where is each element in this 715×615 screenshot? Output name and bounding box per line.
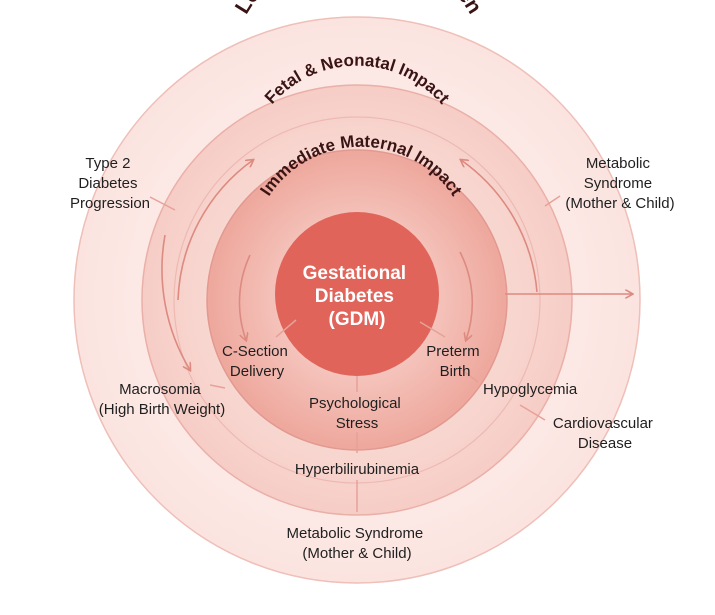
outer-ring-title: Long-Term Chronic Burden [231, 0, 486, 18]
core-circle [275, 212, 439, 376]
connector-metabolic-top [544, 195, 561, 207]
arrow-middle-right-up [461, 160, 538, 293]
arrow-middle-left-up [177, 160, 253, 301]
center-title: Gestational Diabetes (GDM) [303, 263, 412, 330]
connector-lines [149, 195, 561, 512]
label-metabolic-syndrome-bottom: Metabolic Syndrome (Mother & Child) [287, 525, 428, 562]
arrow-inner-right [459, 251, 474, 340]
arrow-inner-left [238, 254, 251, 340]
connector-csection [275, 319, 297, 338]
connector-macrosomia [209, 384, 226, 389]
label-preterm-birth: Preterm Birth [426, 343, 484, 380]
label-type2-diabetes: Type 2 Diabetes Progression [70, 155, 150, 212]
label-cardiovascular-disease: Cardiovascular Disease [553, 415, 657, 452]
label-csection-delivery: C-Section Delivery [222, 343, 292, 380]
flow-arrows [161, 160, 632, 370]
label-hypoglycemia: Hypoglycemia [483, 381, 578, 398]
connector-preterm [419, 321, 446, 338]
connector-hypoglycemia [461, 369, 479, 383]
connector-type2 [149, 196, 176, 211]
label-hyperbilirubinemia: Hyperbilirubinemia [295, 461, 420, 478]
arrow-middle-left-down [161, 234, 190, 370]
label-metabolic-syndrome-top: Metabolic Syndrome (Mother & Child) [565, 155, 674, 212]
label-psychological-stress: Psychological Stress [309, 395, 405, 432]
label-macrosomia: Macrosomia (High Birth Weight) [99, 381, 225, 418]
connector-cardio [519, 404, 546, 421]
